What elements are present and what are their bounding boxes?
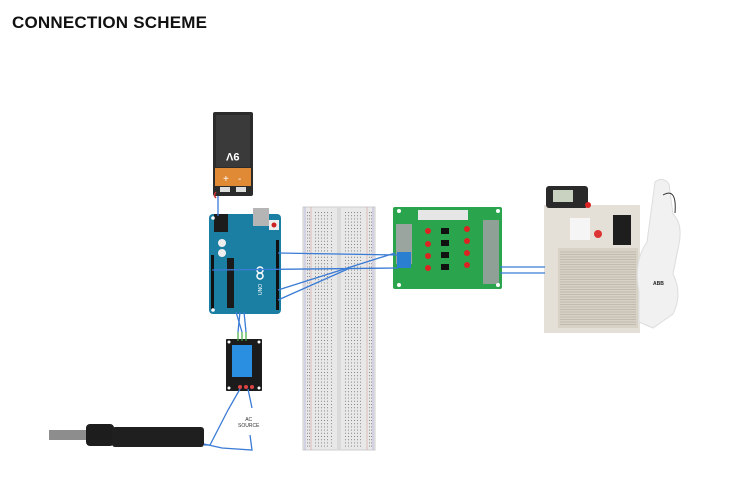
- battery-voltage-label: 9V: [226, 150, 240, 162]
- ac-source-line1: AC: [245, 417, 253, 423]
- relay-module: [226, 332, 262, 391]
- robot-controller: [544, 186, 640, 333]
- battery-minus-label: -: [238, 174, 241, 185]
- arduino-uno: UNO: [209, 208, 281, 314]
- battery-9v: + -: [213, 112, 253, 199]
- ac-source-label: AC SOURCE: [238, 417, 259, 429]
- heater-element: [49, 424, 204, 447]
- battery-plus-label: +: [223, 174, 229, 185]
- ac-source-line2: SOURCE: [238, 423, 260, 429]
- wires: [203, 196, 545, 451]
- breadboard: [302, 206, 376, 451]
- page-title: CONNECTION SCHEME: [12, 13, 208, 32]
- optocoupler-board: [393, 207, 502, 289]
- robot-arm: [636, 178, 681, 329]
- robot-brand-label: ABB: [653, 281, 664, 287]
- svg-text:UNO: UNO: [258, 284, 264, 295]
